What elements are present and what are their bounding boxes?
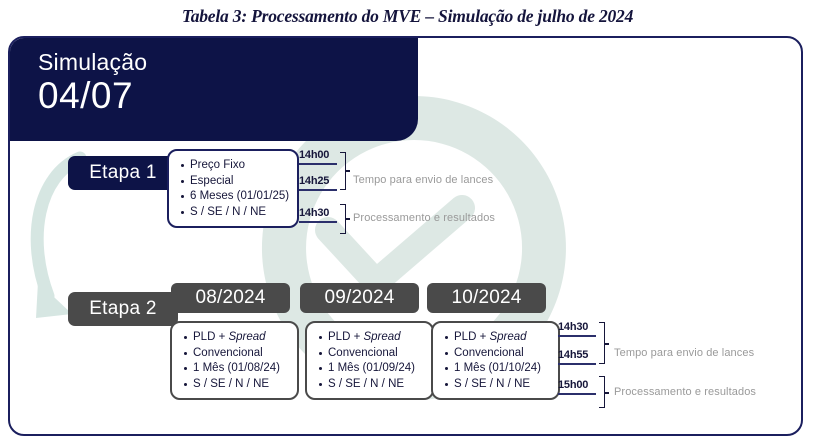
bracket-processing-window [340,204,346,234]
time-underline [299,221,337,223]
list-item: Convencional [183,346,288,362]
schedule-description: Processamento e resultados [614,386,757,398]
stage-1-schedule: 14h00 14h25 14h30 Tempo para envio de la… [299,148,529,234]
time-underline [558,363,596,365]
time-value: 14h30 [299,207,330,219]
time-value: 14h25 [299,175,330,187]
list-item: S / SE / N / NE [318,377,423,393]
month-badge-09-2024: 09/2024 [300,283,419,313]
time-value: 14h30 [558,321,589,333]
header-simulation-date: 04/07 [38,75,134,116]
figure-title: Tabela 3: Processamento do MVE – Simulaç… [181,6,634,26]
bracket-bidding-window [340,152,346,190]
bracket-tick [346,170,350,172]
time-value: 14h55 [558,349,589,361]
month-badge-10-2024: 10/2024 [427,283,546,313]
bracket-tick [605,343,609,345]
header-block: Simulação 04/07 [10,38,418,141]
list-item: S / SE / N / NE [180,205,288,221]
time-entry: 14h00 [299,149,337,165]
stage-label-etapa-1: Etapa 1 [68,156,178,190]
bullet-prefix: PLD + [193,331,229,343]
header-simulation-label: Simulação [38,49,148,75]
list-item: 1 Mês (01/09/24) [318,361,423,377]
list-item: Convencional [444,346,549,362]
list-item: PLD + Spread [183,330,288,346]
time-underline [558,335,596,337]
list-item: Convencional [318,346,423,362]
stage-2-details-box-08-2024: PLD + Spread Convencional 1 Mês (01/08/2… [170,321,299,400]
list-item: 1 Mês (01/08/24) [183,361,288,377]
bracket-bidding-window [599,322,605,364]
time-entry: 15h00 [558,379,596,395]
list-item: 6 Meses (01/01/25) [180,189,289,205]
stage-2-schedule: 14h30 14h55 15h00 Tempo para envio de la… [558,320,801,408]
diagram-card: Simulação 04/07 Etapa 1 Preço Fixo Espec… [8,36,803,436]
schedule-description: Processamento e resultados [353,212,496,224]
time-value: 14h00 [299,149,330,161]
bullet-emphasis: Spread [489,331,527,343]
schedule-description: Tempo para envio de lances [353,174,494,186]
schedule-description: Tempo para envio de lances [614,347,755,359]
stage-label-etapa-2: Etapa 2 [68,292,178,326]
time-underline [299,163,337,165]
bullet-emphasis: Spread [363,331,401,343]
time-entry: 14h25 [299,175,337,191]
list-item: 1 Mês (01/10/24) [444,361,549,377]
stage-2-details-box-09-2024: PLD + Spread Convencional 1 Mês (01/09/2… [305,321,434,400]
time-entry: 14h30 [558,321,596,337]
time-entry: 14h30 [299,207,337,223]
month-badge-08-2024: 08/2024 [171,283,290,313]
bracket-tick [605,392,609,394]
list-item: Especial [180,174,288,190]
bullet-prefix: PLD + [328,331,364,343]
bracket-tick [346,218,350,220]
bullet-emphasis: Spread [228,331,266,343]
stage-2-details-box-10-2024: PLD + Spread Convencional 1 Mês (01/10/2… [431,321,560,400]
time-entry: 14h55 [558,349,596,365]
bullet-prefix: PLD + [454,331,490,343]
time-underline [558,393,596,395]
bracket-processing-window [599,376,605,408]
time-value: 15h00 [558,379,589,391]
list-item: PLD + Spread [444,330,549,346]
time-underline [299,189,337,191]
list-item: Preço Fixo [180,158,288,174]
list-item: S / SE / N / NE [444,377,549,393]
list-item: S / SE / N / NE [183,377,288,393]
stage-1-details-box: Preço Fixo Especial 6 Meses (01/01/25) S… [167,149,299,228]
list-item: PLD + Spread [318,330,423,346]
